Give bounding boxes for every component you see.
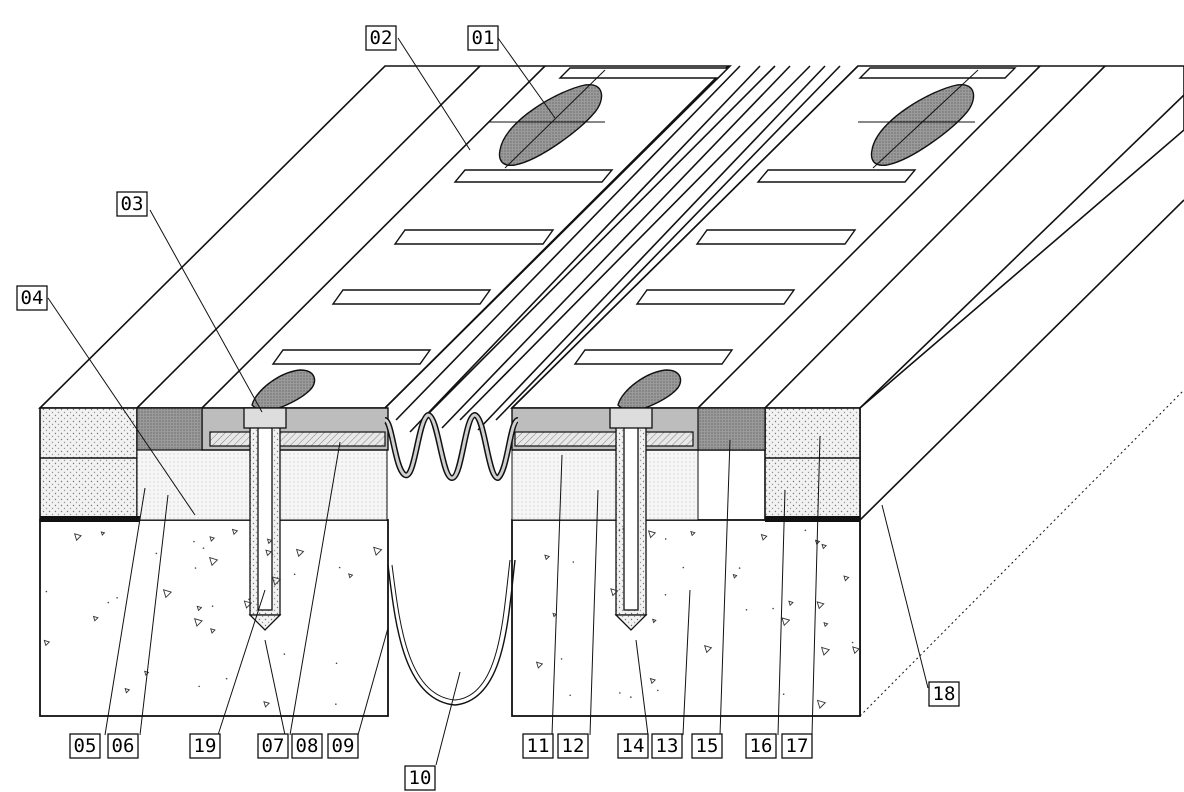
plug-centerlines: [488, 69, 979, 169]
membrane-loop: [387, 559, 516, 706]
callout-label: 17: [786, 735, 809, 757]
callout-02: 02: [365, 25, 397, 51]
callouts: 01 02 03 04 05 06 07 08 09 10 11 12 13 14 15 16 17 18 19: [16, 25, 960, 791]
callout-14: 14: [617, 733, 649, 759]
callout-label: 03: [121, 193, 144, 215]
callout-09: 09: [327, 733, 359, 759]
anchor-bolts: [243, 407, 653, 631]
bellows-seal: [382, 412, 520, 481]
callout-label: 19: [194, 735, 217, 757]
callout-label: 07: [262, 735, 285, 757]
leader-lines: [47, 37, 929, 766]
callout-label: 04: [21, 287, 44, 309]
callout-11: 11: [522, 733, 554, 759]
callout-label: 09: [332, 735, 355, 757]
callout-04: 04: [16, 285, 48, 311]
callout-label: 10: [409, 767, 432, 789]
callout-16: 16: [745, 733, 777, 759]
callout-label: 11: [527, 735, 550, 757]
callout-07: 07: [257, 733, 289, 759]
callout-06: 06: [107, 733, 139, 759]
callout-label: 12: [562, 735, 585, 757]
concrete-right: [511, 407, 861, 717]
callout-05: 05: [69, 733, 101, 759]
callout-label: 14: [622, 735, 645, 757]
aggregate: [43, 528, 860, 709]
anchor-slots-left: [271, 67, 730, 365]
callout-13: 13: [651, 733, 683, 759]
callout-label: 05: [74, 735, 97, 757]
callout-17: 17: [781, 733, 813, 759]
anchor-slots-right: [573, 67, 1017, 365]
callout-19: 19: [189, 733, 221, 759]
callout-label: 13: [656, 735, 679, 757]
callout-08: 08: [291, 733, 323, 759]
callout-label: 18: [933, 683, 956, 705]
callout-label: 02: [370, 27, 393, 49]
callout-12: 12: [557, 733, 589, 759]
callout-label: 08: [296, 735, 319, 757]
callout-10: 10: [404, 765, 436, 791]
callout-03: 03: [116, 191, 148, 217]
callout-label: 15: [696, 735, 719, 757]
callout-label: 16: [750, 735, 773, 757]
callout-01: 01: [467, 25, 499, 51]
concrete-left: [39, 407, 389, 717]
callout-18: 18: [928, 681, 960, 707]
callout-label: 06: [112, 735, 135, 757]
callout-15: 15: [691, 733, 723, 759]
callout-label: 01: [472, 27, 495, 49]
